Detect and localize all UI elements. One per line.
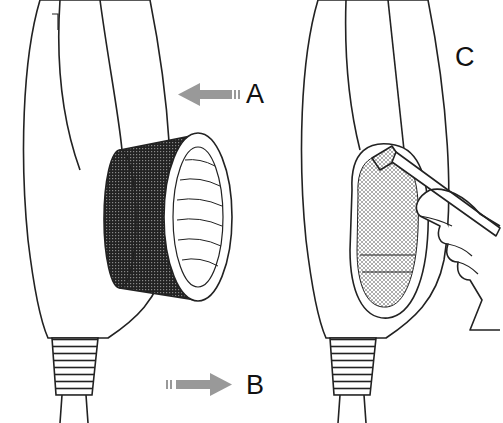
direction-arrows <box>166 83 240 396</box>
callout-letter: C <box>455 44 475 71</box>
brush-and-hand <box>372 146 500 330</box>
filter-cap <box>104 133 232 301</box>
callout-letter: A <box>246 81 264 108</box>
callout-letter: B <box>246 372 264 399</box>
